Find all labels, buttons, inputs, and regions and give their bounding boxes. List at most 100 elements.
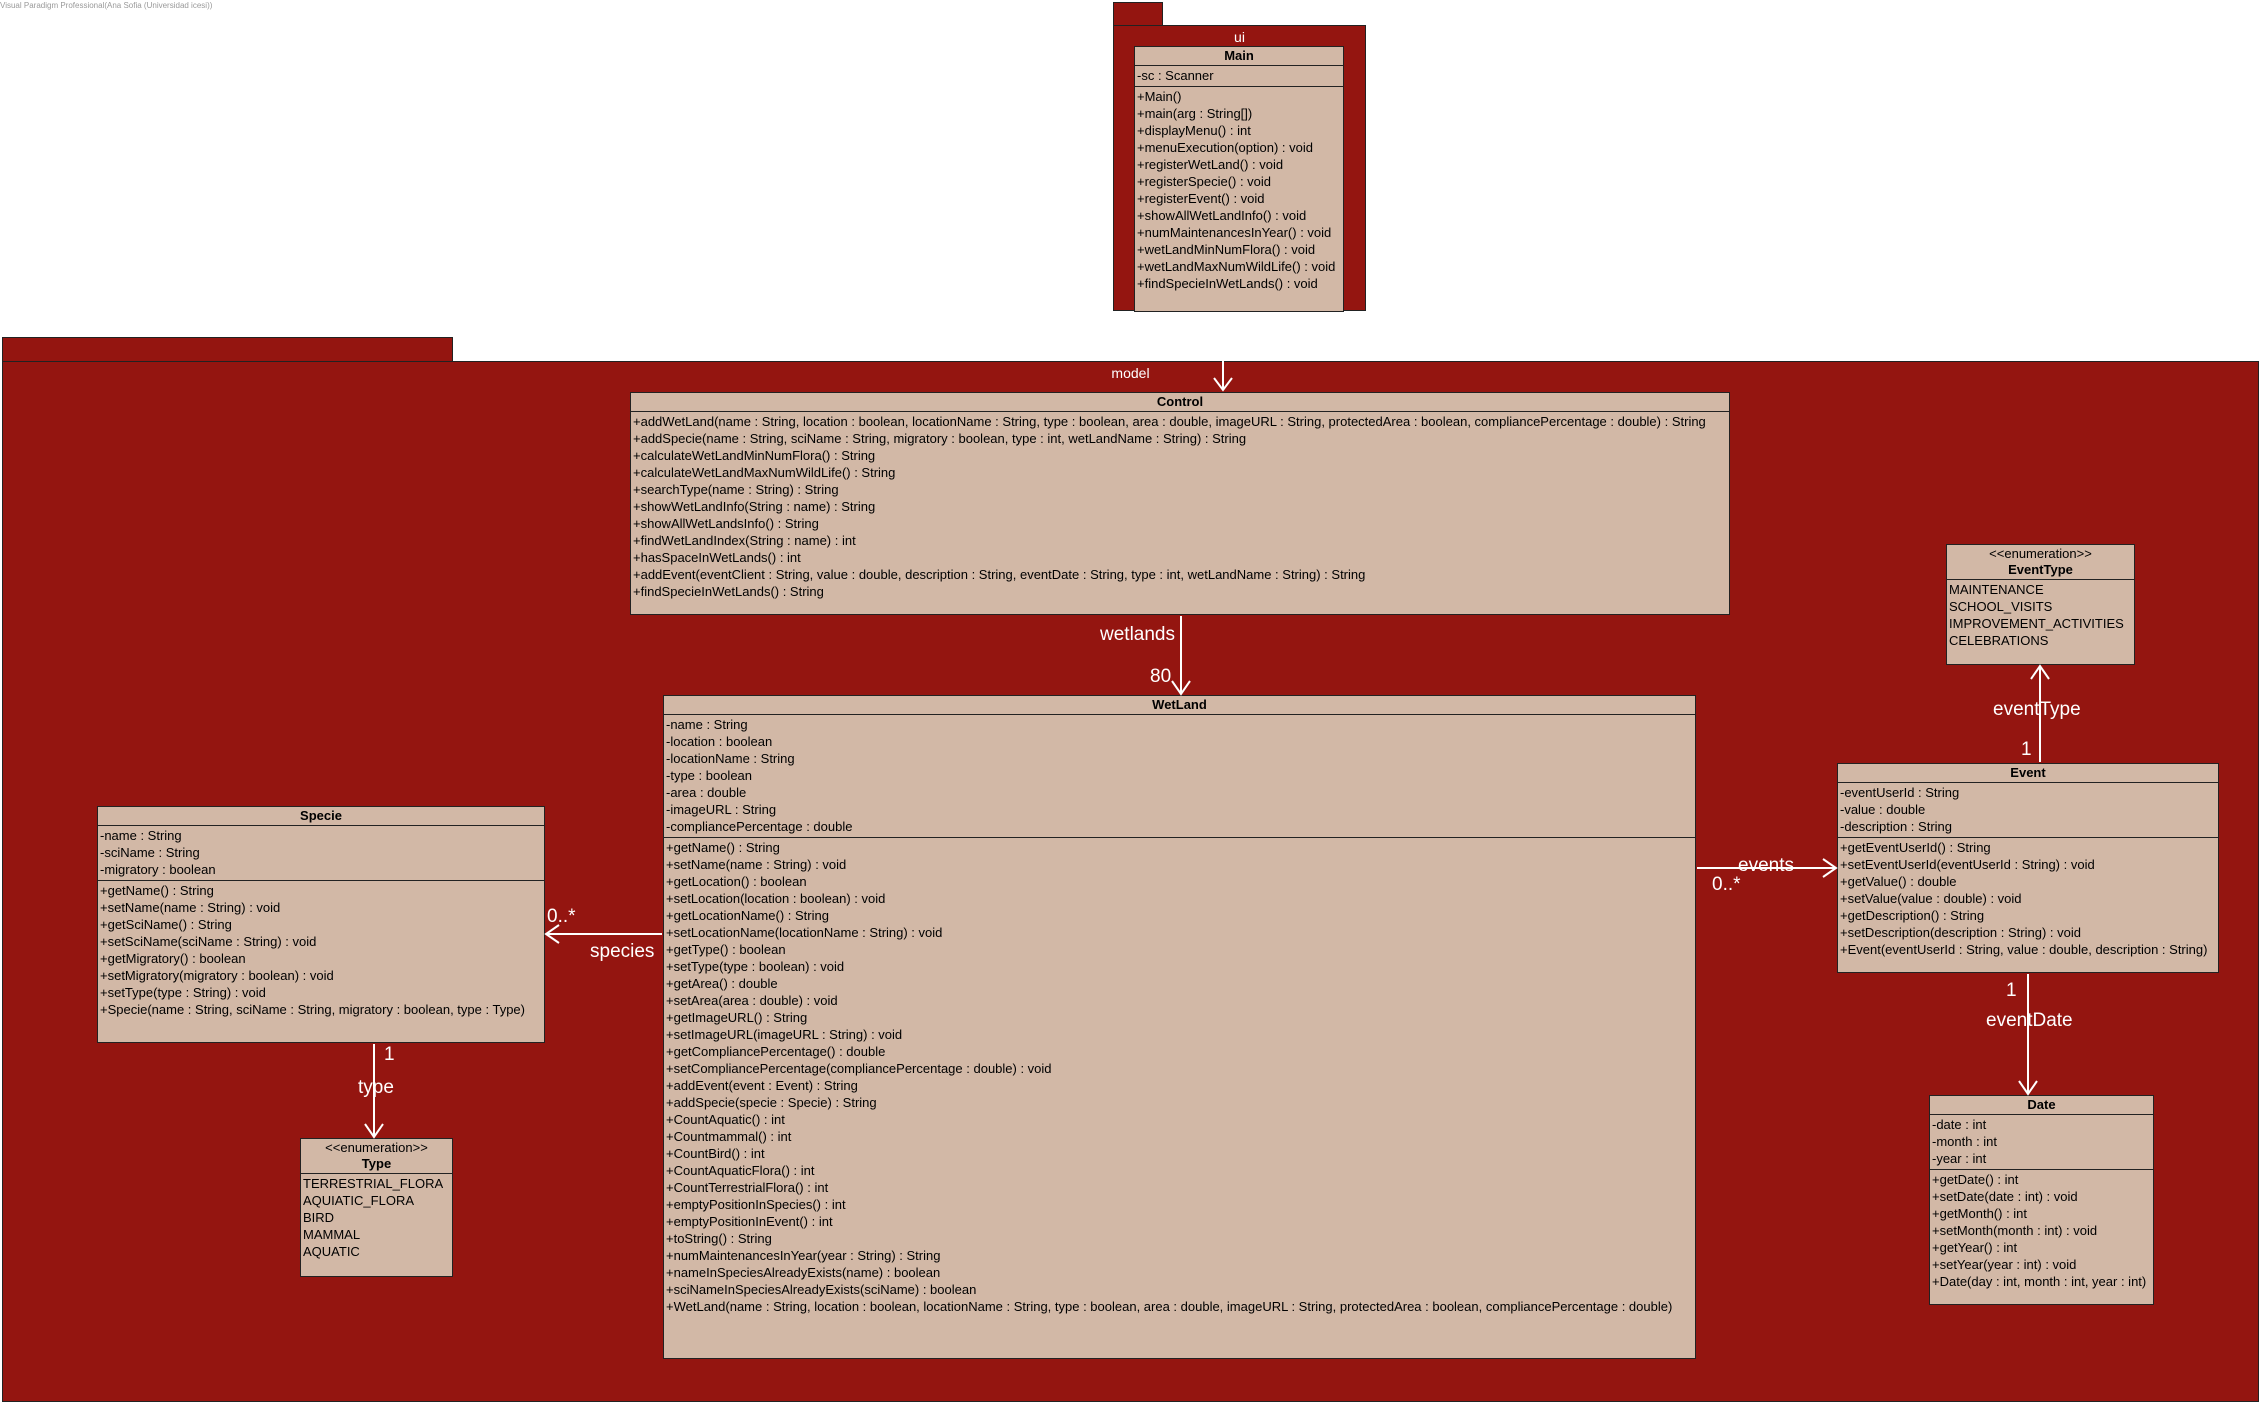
role-eventdate: eventDate — [1986, 1010, 2073, 1031]
member-row: +setLocation(location : boolean) : void — [666, 891, 886, 906]
member-row: -location : boolean — [666, 734, 773, 749]
member-row: SCHOOL_VISITS — [1949, 599, 2053, 614]
member-row: +CountAquatic() : int — [666, 1112, 785, 1127]
member-row: +setName(name : String) : void — [666, 857, 847, 872]
class-name: Date — [1930, 1096, 2153, 1115]
member-row: +getName() : String — [666, 840, 780, 855]
member-row: +menuExecution(option) : void — [1137, 140, 1313, 155]
member-row: +registerWetLand() : void — [1137, 157, 1284, 172]
enum-name: Type — [361, 1156, 392, 1171]
package-model-name: model — [1111, 365, 1150, 381]
member-row: +addEvent(event : Event) : String — [666, 1078, 858, 1093]
member-row: +getLocation() : boolean — [666, 874, 807, 889]
association-events-arrow — [1822, 858, 1838, 878]
association-wetlands-arrow — [1171, 680, 1191, 696]
member-row: +getArea() : double — [666, 976, 778, 991]
member-row: +setEventUserId(eventUserId : String) : … — [1840, 857, 2095, 872]
member-row: +numMaintenancesInYear() : void — [1137, 225, 1332, 240]
member-row: +findWetLandIndex(String : name) : int — [633, 533, 856, 548]
member-row: +setDate(date : int) : void — [1932, 1189, 2078, 1204]
operations: +Main()+main(arg : String[])+displayMenu… — [1135, 87, 1343, 294]
class-event[interactable]: Event -eventUserId : String -value : doub… — [1837, 763, 2219, 973]
member-row: -area : double — [666, 785, 747, 800]
member-row: +calculateWetLandMaxNumWildLife() : Stri… — [633, 465, 896, 480]
member-row: +getCompliancePercentage() : double — [666, 1044, 886, 1059]
member-row: BIRD — [303, 1210, 335, 1225]
member-row: AQUIATIC_FLORA — [303, 1193, 415, 1208]
package-ui-name: ui — [1234, 29, 1245, 45]
class-wetland[interactable]: WetLand -name : String-location : boolea… — [663, 695, 1696, 1359]
association-species-arrow — [544, 924, 560, 944]
class-name: Event — [1838, 764, 2218, 783]
stereotype: <<enumeration>> — [1989, 546, 2092, 561]
member-row: MAINTENANCE — [1949, 582, 2044, 597]
class-specie[interactable]: Specie -name : String-sciName : String-m… — [97, 806, 545, 1043]
member-row: +showAllWetLandsInfo() : String — [633, 516, 819, 531]
member-row: +toString() : String — [666, 1231, 772, 1246]
member-row: +searchType(name : String) : String — [633, 482, 839, 497]
role-eventtype: eventType — [1993, 699, 2081, 720]
role-species: species — [590, 941, 655, 962]
attributes: -name : String-sciName : String-migrator… — [98, 826, 544, 881]
member-row: +getMigratory() : boolean — [100, 951, 246, 966]
member-row: -name : String — [100, 828, 182, 843]
member-row: -value : double — [1840, 802, 1926, 817]
member-row: +WetLand(name : String, location : boole… — [666, 1299, 1673, 1314]
member-row: +addWetLand(name : String, location : bo… — [633, 414, 1706, 429]
member-row: +Main() — [1137, 89, 1182, 104]
dependency-ui-control-arrow — [1213, 377, 1233, 392]
member-row: +setCompliancePercentage(compliancePerce… — [666, 1061, 1052, 1076]
class-name: <<enumeration>> Type — [301, 1139, 452, 1174]
class-control[interactable]: Control +addWetLand(name : String, locat… — [630, 392, 1730, 615]
member-row: +getValue() : double — [1840, 874, 1957, 889]
class-name: <<enumeration>> EventType — [1947, 545, 2134, 580]
member-row: +registerSpecie() : void — [1137, 174, 1272, 189]
operations: +getName() : String+setName(name : Strin… — [98, 881, 544, 1020]
member-row: -imageURL : String — [666, 802, 777, 817]
multiplicity-wetlands: 80 — [1150, 666, 1172, 687]
member-row: +setDescription(description : String) : … — [1840, 925, 2081, 940]
member-row: -name : String — [666, 717, 748, 732]
member-row: +setType(type : String) : void — [100, 985, 266, 1000]
member-row: +setValue(value : double) : void — [1840, 891, 2022, 906]
member-row: -sc : Scanner — [1137, 68, 1214, 83]
member-row: +Countmammal() : int — [666, 1129, 792, 1144]
class-date[interactable]: Date -date : int-month : int-year : int … — [1929, 1095, 2154, 1305]
member-row: MAMMAL — [303, 1227, 361, 1242]
association-eventtype-arrow — [2030, 664, 2050, 680]
class-name: Main — [1135, 47, 1343, 66]
member-row: +main(arg : String[]) — [1137, 106, 1253, 121]
member-row: +setImageURL(imageURL : String) : void — [666, 1027, 903, 1042]
operations: +getEventUserId() : String+setEventUserI… — [1838, 838, 2218, 960]
member-row: +getDate() : int — [1932, 1172, 2019, 1187]
member-row: +setType(type : boolean) : void — [666, 959, 845, 974]
role-wetlands: wetlands — [1100, 624, 1175, 645]
member-row: +setYear(year : int) : void — [1932, 1257, 2077, 1272]
enum-eventtype[interactable]: <<enumeration>> EventType MAINTENANCE SCH… — [1946, 544, 2135, 665]
member-row: +sciNameInSpeciesAlreadyExists(sciName) … — [666, 1282, 977, 1297]
member-row: +CountTerrestrialFlora() : int — [666, 1180, 829, 1195]
member-row: +wetLandMaxNumWildLife() : void — [1137, 259, 1336, 274]
member-row: -month : int — [1932, 1134, 1998, 1149]
member-row: +getLocationName() : String — [666, 908, 829, 923]
multiplicity-specie-source: 1 — [384, 1044, 395, 1065]
member-row: +getImageURL() : String — [666, 1010, 808, 1025]
class-main[interactable]: Main -sc : Scanner +Main() +main(arg : St… — [1134, 46, 1344, 312]
member-row: +addSpecie(specie : Specie) : String — [666, 1095, 877, 1110]
member-row: +getMonth() : int — [1932, 1206, 2028, 1221]
member-row: +findSpecieInWetLands() : void — [1137, 276, 1318, 291]
association-type-arrow — [364, 1123, 384, 1139]
multiplicity-events: 0..* — [1712, 874, 1741, 895]
member-row: +getYear() : int — [1932, 1240, 2018, 1255]
member-row: -sciName : String — [100, 845, 200, 860]
member-row: +setName(name : String) : void — [100, 900, 281, 915]
member-row: +setMonth(month : int) : void — [1932, 1223, 2098, 1238]
member-row: +getSciName() : String — [100, 917, 232, 932]
stereotype: <<enumeration>> — [325, 1140, 428, 1155]
member-row: +findSpecieInWetLands() : String — [633, 584, 824, 599]
member-row: -eventUserId : String — [1840, 785, 1960, 800]
member-row: +emptyPositionInEvent() : int — [666, 1214, 833, 1229]
multiplicity-eventdate: 1 — [2006, 980, 2017, 1001]
